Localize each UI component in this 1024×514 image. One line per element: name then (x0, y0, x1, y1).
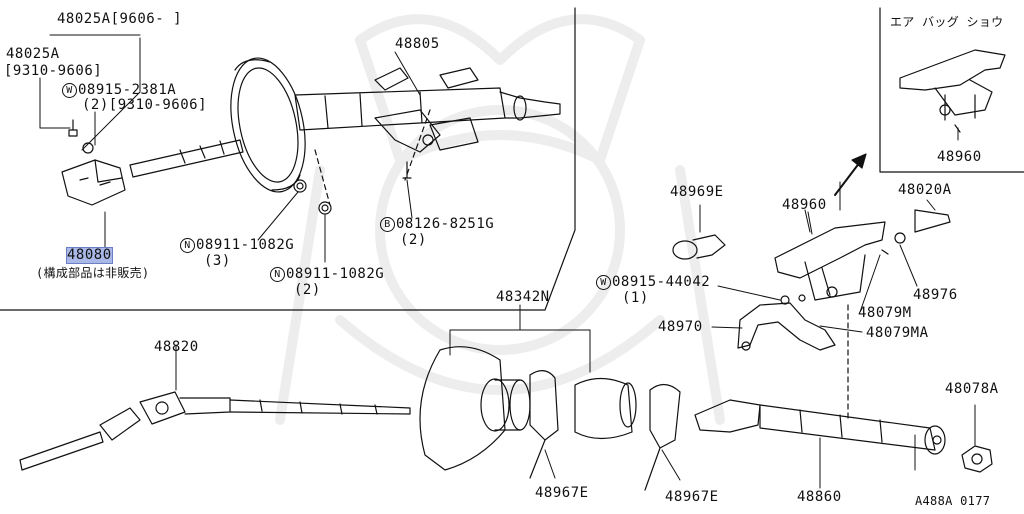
label-48080-note: (構成部品は非販売) (36, 266, 150, 280)
airbag-bracket-inset (899, 49, 1006, 141)
label-48025A-top: 48025A[9606- ] (57, 11, 183, 27)
label-08911-1082G-a-text: 08911-1082G (196, 237, 295, 253)
watermark-emblem (275, 14, 725, 425)
label-08126-8251G-text: 08126-8251G (396, 216, 495, 232)
bolt-b-marker: B (380, 217, 395, 232)
label-08126-8251G-qty: (2) (400, 232, 427, 248)
nut-48078A (961, 445, 993, 473)
label-08911-1082G-b-text: 08911-1082G (286, 266, 385, 282)
label-08911-1082G-b-qty: (2) (294, 282, 321, 298)
bracket-48970 (737, 294, 836, 351)
universal-joint-48080 (61, 119, 126, 206)
label-48020A: 48020A (898, 182, 952, 198)
label-48079MA: 48079MA (866, 325, 929, 341)
inset-title: エア バッグ ショウ (890, 15, 1004, 29)
label-48025A-range: [9310-9606] (4, 63, 103, 79)
tube-48860 (694, 399, 946, 489)
label-48805: 48805 (395, 36, 440, 52)
washer-w-marker: W (596, 275, 611, 290)
label-48080-highlighted[interactable]: 48080 (66, 247, 113, 264)
label-08915-44042-text: 08915-44042 (612, 274, 711, 290)
nut-n-marker: N (270, 267, 285, 282)
label-08911-1082G-a-qty: (3) (204, 253, 231, 269)
frame-lines (0, 7, 1024, 311)
label-48960-inset: 48960 (937, 149, 982, 165)
label-48820: 48820 (154, 339, 199, 355)
bracket-assembly-48960 (774, 181, 951, 301)
arrow-head (851, 153, 867, 169)
leader-lines-right (699, 199, 976, 446)
leader-lines-top-left (39, 34, 421, 263)
label-08915-44042-qty: (1) (622, 290, 649, 306)
steering-column-upper-assembly (129, 57, 561, 215)
label-48976: 48976 (913, 287, 958, 303)
label-48860: 48860 (797, 489, 842, 505)
nut-n-marker: N (180, 238, 195, 253)
label-08915-2381A-text: 08915-2381A (78, 82, 177, 98)
label-48078A: 48078A (945, 381, 999, 397)
arrow-to-inset (834, 161, 861, 196)
diagram-ref-code: A488A 0177 (915, 494, 991, 508)
label-48970: 48970 (658, 319, 703, 335)
clip-48969E (672, 234, 726, 260)
label-48967E-a: 48967E (535, 485, 589, 501)
label-48969E: 48969E (670, 184, 724, 200)
washer-w-marker: W (62, 83, 77, 98)
label-48960-main: 48960 (782, 197, 827, 213)
label-48025A: 48025A (6, 46, 60, 62)
label-48967E-b: 48967E (665, 489, 719, 505)
boot-48342N (419, 304, 681, 491)
shaft-48820 (19, 344, 411, 471)
label-08915-2381A-qty: (2)[9310-9606] (82, 97, 208, 113)
label-48079M: 48079M (858, 305, 912, 321)
label-48342N: 48342N (496, 289, 550, 305)
